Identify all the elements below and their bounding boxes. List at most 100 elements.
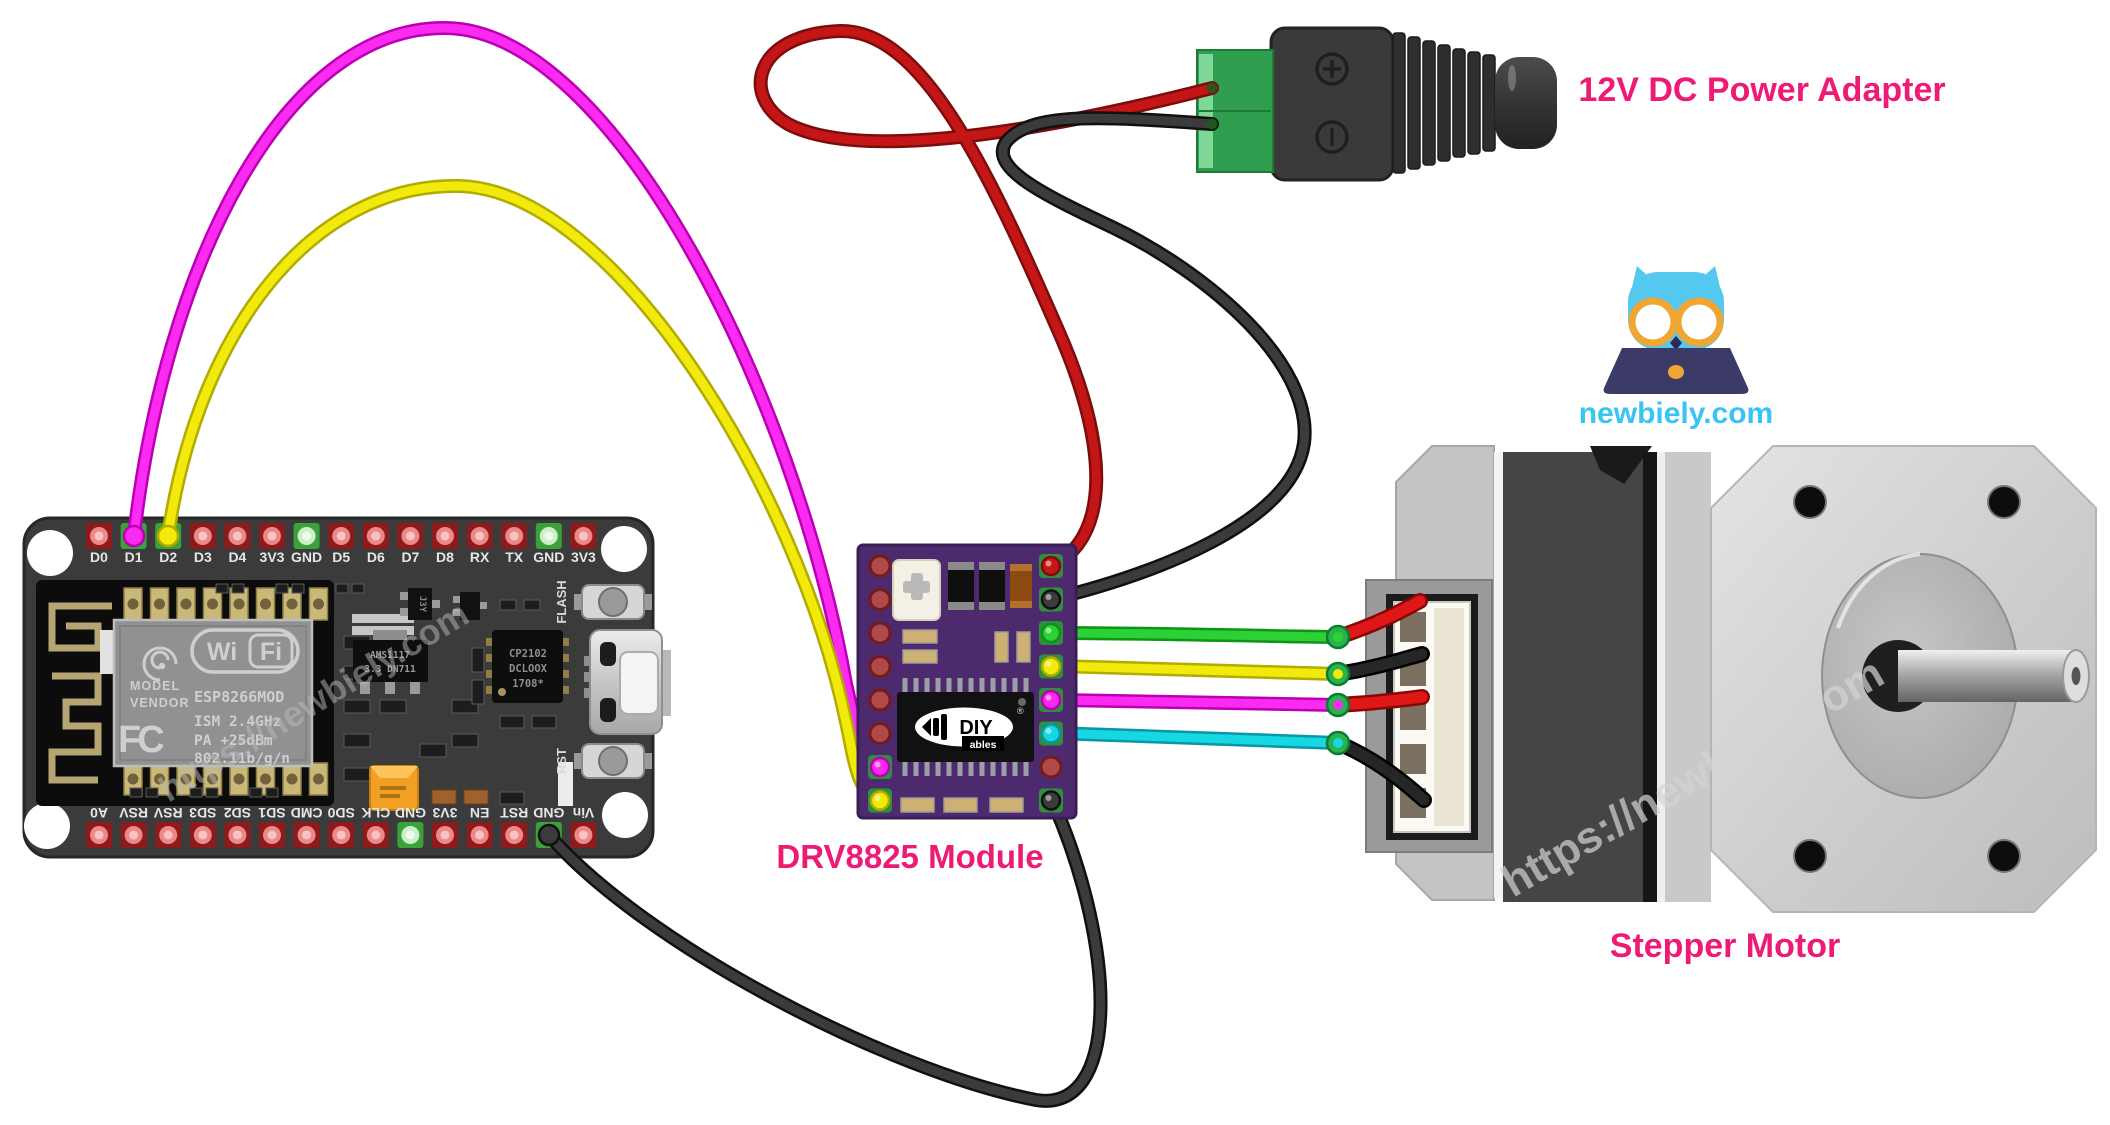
- wire-step-yellow: [161, 178, 887, 807]
- svg-text:GND: GND: [533, 805, 564, 821]
- silk-model: MODEL: [130, 679, 180, 693]
- mounting-hole: [602, 792, 648, 838]
- usb-chip-cp2102: CP2102 DCLOOX 1708*: [486, 630, 569, 703]
- diyables-logo-sub: ables: [970, 739, 997, 751]
- brand-site-text: newbiely.com: [1579, 397, 1774, 430]
- module-pads-bottom: [123, 762, 329, 796]
- minus-terminal-icon: [1315, 120, 1349, 154]
- pin-A0: A0: [86, 805, 112, 848]
- motor-band-notch: [1590, 446, 1652, 484]
- wire-coil-cyan: [1044, 726, 1345, 750]
- wire-cap-gnd: [537, 823, 561, 847]
- micro-usb-port: [584, 629, 671, 735]
- reset-button-label: RST: [554, 748, 569, 774]
- drv-right-pin-2: [1039, 587, 1063, 612]
- svg-text:D6: D6: [367, 549, 385, 565]
- pin-D3: D3: [189, 523, 216, 565]
- wire-power-red: [753, 23, 1219, 573]
- svg-text:Vin: Vin: [573, 805, 595, 821]
- silk-cp2102-2: DCLOOX: [509, 663, 548, 675]
- motor-shaft: [1898, 650, 2076, 702]
- pin-CLK: CLK: [361, 805, 390, 848]
- newbiely-logo: newbiely.com: [1579, 266, 1774, 430]
- svg-text:SD1: SD1: [258, 805, 285, 821]
- pin-3V3: 3V3: [432, 805, 458, 848]
- shield-inner-line: [119, 625, 307, 761]
- pin-TX: TX: [501, 523, 528, 565]
- wire-coil-yellow: [1044, 659, 1345, 681]
- svg-text:D8: D8: [436, 549, 454, 565]
- diyables-logo-icon: DIY ables ®: [915, 706, 1024, 751]
- svg-text:RSV: RSV: [153, 805, 182, 821]
- svg-text:D1: D1: [125, 549, 143, 565]
- adapter-body: [1269, 26, 1395, 182]
- wire-dir-magenta: [127, 20, 887, 774]
- barrel-plug: [1495, 57, 1557, 149]
- label-power-adapter: 12V DC Power Adapter: [1578, 71, 1945, 109]
- silk-cp2102-3: 1708*: [512, 678, 544, 690]
- wire-gnd-black: [542, 795, 1108, 1108]
- smd-capacitors: [948, 562, 1032, 610]
- drv8825-module: DIY ables ®: [856, 543, 1078, 820]
- pin-SD3: SD3: [189, 805, 216, 848]
- drv-right-pin-1: [1039, 554, 1063, 578]
- svg-text:CLK: CLK: [361, 805, 390, 821]
- svg-text:D5: D5: [332, 549, 350, 565]
- svg-text:D7: D7: [401, 549, 419, 565]
- svg-text:GND: GND: [395, 805, 426, 821]
- svg-text:SD0: SD0: [327, 805, 354, 821]
- pin-GND: GND: [395, 805, 426, 848]
- drv-left-pins: [868, 554, 892, 813]
- wire-coil-magenta: [1044, 693, 1345, 712]
- power-adapter: [1196, 26, 1557, 182]
- driver-ic: DIY ables ®: [897, 678, 1034, 776]
- drv-right-pin-4: [1039, 654, 1063, 679]
- svg-text:A0: A0: [90, 805, 108, 821]
- motor-connector: [1365, 579, 1493, 853]
- motor-mid-plate: [1665, 452, 1711, 902]
- drv-left-pin-8: [868, 788, 892, 813]
- module-pads-top: [123, 587, 329, 621]
- pin-SD1: SD1: [258, 805, 286, 848]
- svg-text:RX: RX: [470, 549, 490, 565]
- reset-button: RST: [554, 743, 652, 779]
- silk-ism: ISM 2.4GHz: [194, 714, 281, 730]
- svg-text:SD3: SD3: [189, 805, 216, 821]
- pin-D6: D6: [362, 523, 389, 565]
- wires-layer: [122, 20, 1432, 1108]
- silk-module-name: ESP8266MOD: [194, 688, 284, 706]
- svg-text:CMD: CMD: [291, 805, 323, 821]
- drv-left-pin-7: [868, 755, 892, 779]
- mounting-hole: [27, 530, 73, 576]
- recess-highlight: [1836, 552, 1921, 629]
- svg-text:D2: D2: [159, 549, 177, 565]
- silk-ams1117: AMS1117: [370, 650, 410, 661]
- pin-D7: D7: [397, 523, 424, 565]
- pin-CMD: CMD: [291, 805, 323, 848]
- svg-text:RST: RST: [500, 805, 528, 821]
- crystal-oscillator: [369, 765, 419, 811]
- silk-j3y: J3Y: [417, 596, 427, 613]
- diyables-logo-main: DIY: [959, 717, 993, 739]
- pin-D0: D0: [86, 523, 112, 565]
- drv-left-pin-4: [868, 655, 892, 678]
- pin-Vin: Vin: [570, 805, 597, 848]
- svg-text:SD2: SD2: [224, 805, 251, 821]
- drv-right-pins: [1039, 554, 1063, 813]
- drv-left-pin-2: [868, 588, 892, 611]
- pcb-antenna-icon: [48, 602, 112, 784]
- pin-SD0: SD0: [327, 805, 355, 848]
- wire-cap-d2: [156, 524, 180, 548]
- flash-button: FLASH: [554, 580, 652, 624]
- wifi-wi-text: Wi: [207, 638, 237, 666]
- fcc-logo-icon: FC: [118, 719, 164, 761]
- wifi-fi-text: Fi: [260, 638, 282, 666]
- silk-vendor: VENDOR: [130, 696, 189, 710]
- svg-text:GND: GND: [291, 549, 322, 565]
- silk-ams1117-2: 3.3 DN711: [364, 664, 416, 675]
- smd-capacitor: [558, 762, 573, 806]
- pin-RST: RST: [500, 805, 528, 848]
- label-stepper-motor: Stepper Motor: [1610, 927, 1840, 965]
